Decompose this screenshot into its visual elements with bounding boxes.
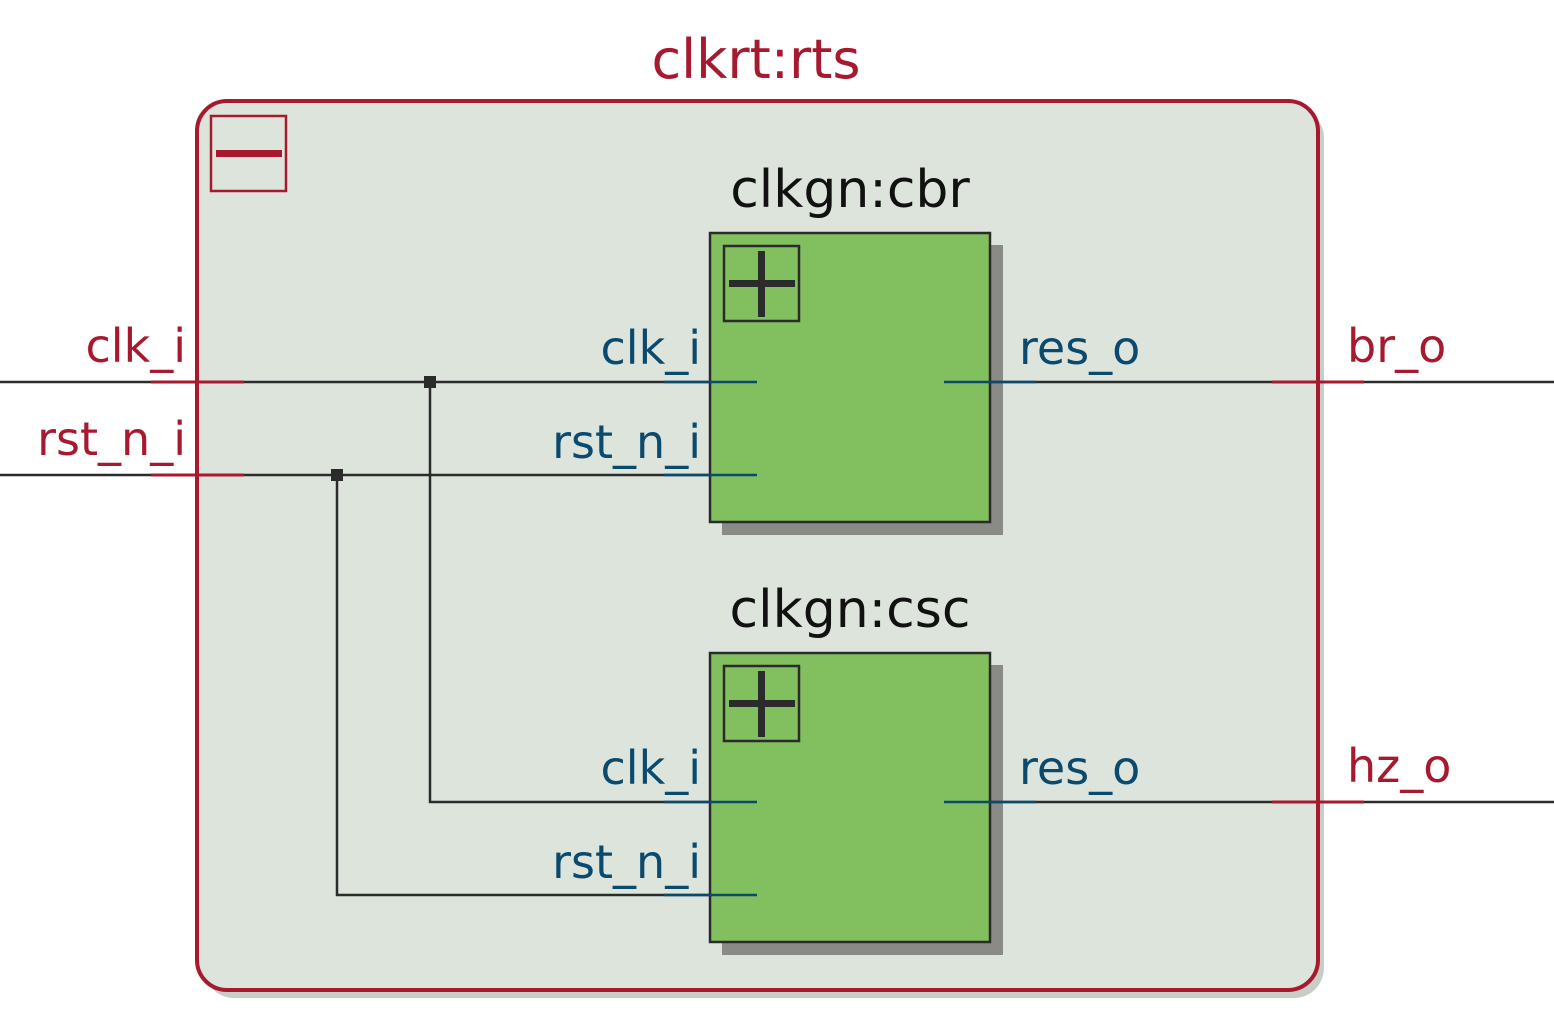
- port-label-clk-i: clk_i: [86, 319, 187, 373]
- port-label-br-o: br_o: [1347, 319, 1446, 373]
- submodule-csc-title: clkgn:csc: [730, 580, 971, 640]
- top-module: [195, 99, 1324, 998]
- cbr-port-rst-n-i: rst_n_i: [552, 415, 701, 469]
- submodule-cbr[interactable]: clkgn:cbr: [708, 160, 1003, 535]
- plus-icon: [729, 671, 795, 737]
- expand-button-cbr[interactable]: [722, 244, 801, 323]
- port-label-hz-o: hz_o: [1347, 739, 1451, 793]
- junction-rst: [331, 469, 343, 481]
- collapse-button[interactable]: [209, 114, 288, 193]
- cbr-port-res-o: res_o: [1019, 321, 1140, 375]
- junction-clk: [424, 376, 436, 388]
- submodule-cbr-title: clkgn:cbr: [730, 160, 970, 220]
- csc-port-clk-i: clk_i: [601, 741, 702, 795]
- sub-port-stubs: [664, 380, 1036, 897]
- wire-clk-branch: [428, 382, 712, 804]
- expand-button-csc[interactable]: [722, 664, 801, 743]
- port-label-rst-n-i: rst_n_i: [37, 412, 186, 466]
- collapse-button-frame: [209, 114, 288, 193]
- csc-port-res-o: res_o: [1019, 741, 1140, 795]
- top-module-box: [195, 99, 1320, 992]
- csc-port-rst-n-i: rst_n_i: [552, 835, 701, 889]
- submodule-csc-box: [708, 651, 992, 944]
- expand-button-csc-frame: [722, 664, 801, 743]
- expand-button-cbr-frame: [722, 244, 801, 323]
- submodule-csc[interactable]: clkgn:csc: [708, 580, 1003, 955]
- top-port-stubs: [151, 380, 1364, 804]
- top-module-title: clkrt:rts: [651, 28, 860, 91]
- minus-icon: [216, 150, 282, 157]
- cbr-port-clk-i: clk_i: [601, 321, 702, 375]
- wire-rst-branch: [335, 475, 712, 897]
- submodule-cbr-box: [708, 231, 992, 524]
- plus-icon: [729, 251, 795, 317]
